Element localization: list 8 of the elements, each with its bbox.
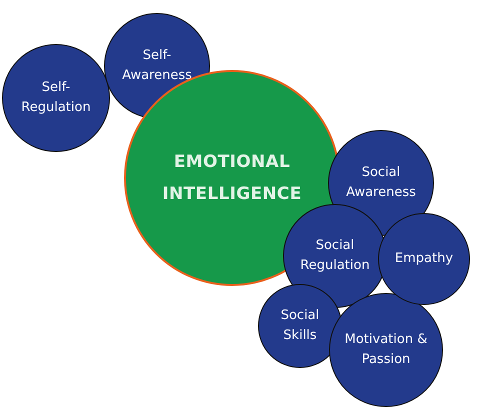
circle-label: Self-Awareness xyxy=(121,46,193,85)
circle-label: EMOTIONAL INTELLIGENCE xyxy=(161,150,303,206)
circle-label: Social Skills xyxy=(280,306,320,345)
circle-label: Social Regulation xyxy=(299,236,371,275)
circle-label: Motivation & Passion xyxy=(344,330,428,369)
circle-label: Empathy xyxy=(394,250,454,268)
circle-label: Self-Regulation xyxy=(20,78,92,117)
circle-label: Social Awareness xyxy=(345,164,417,202)
